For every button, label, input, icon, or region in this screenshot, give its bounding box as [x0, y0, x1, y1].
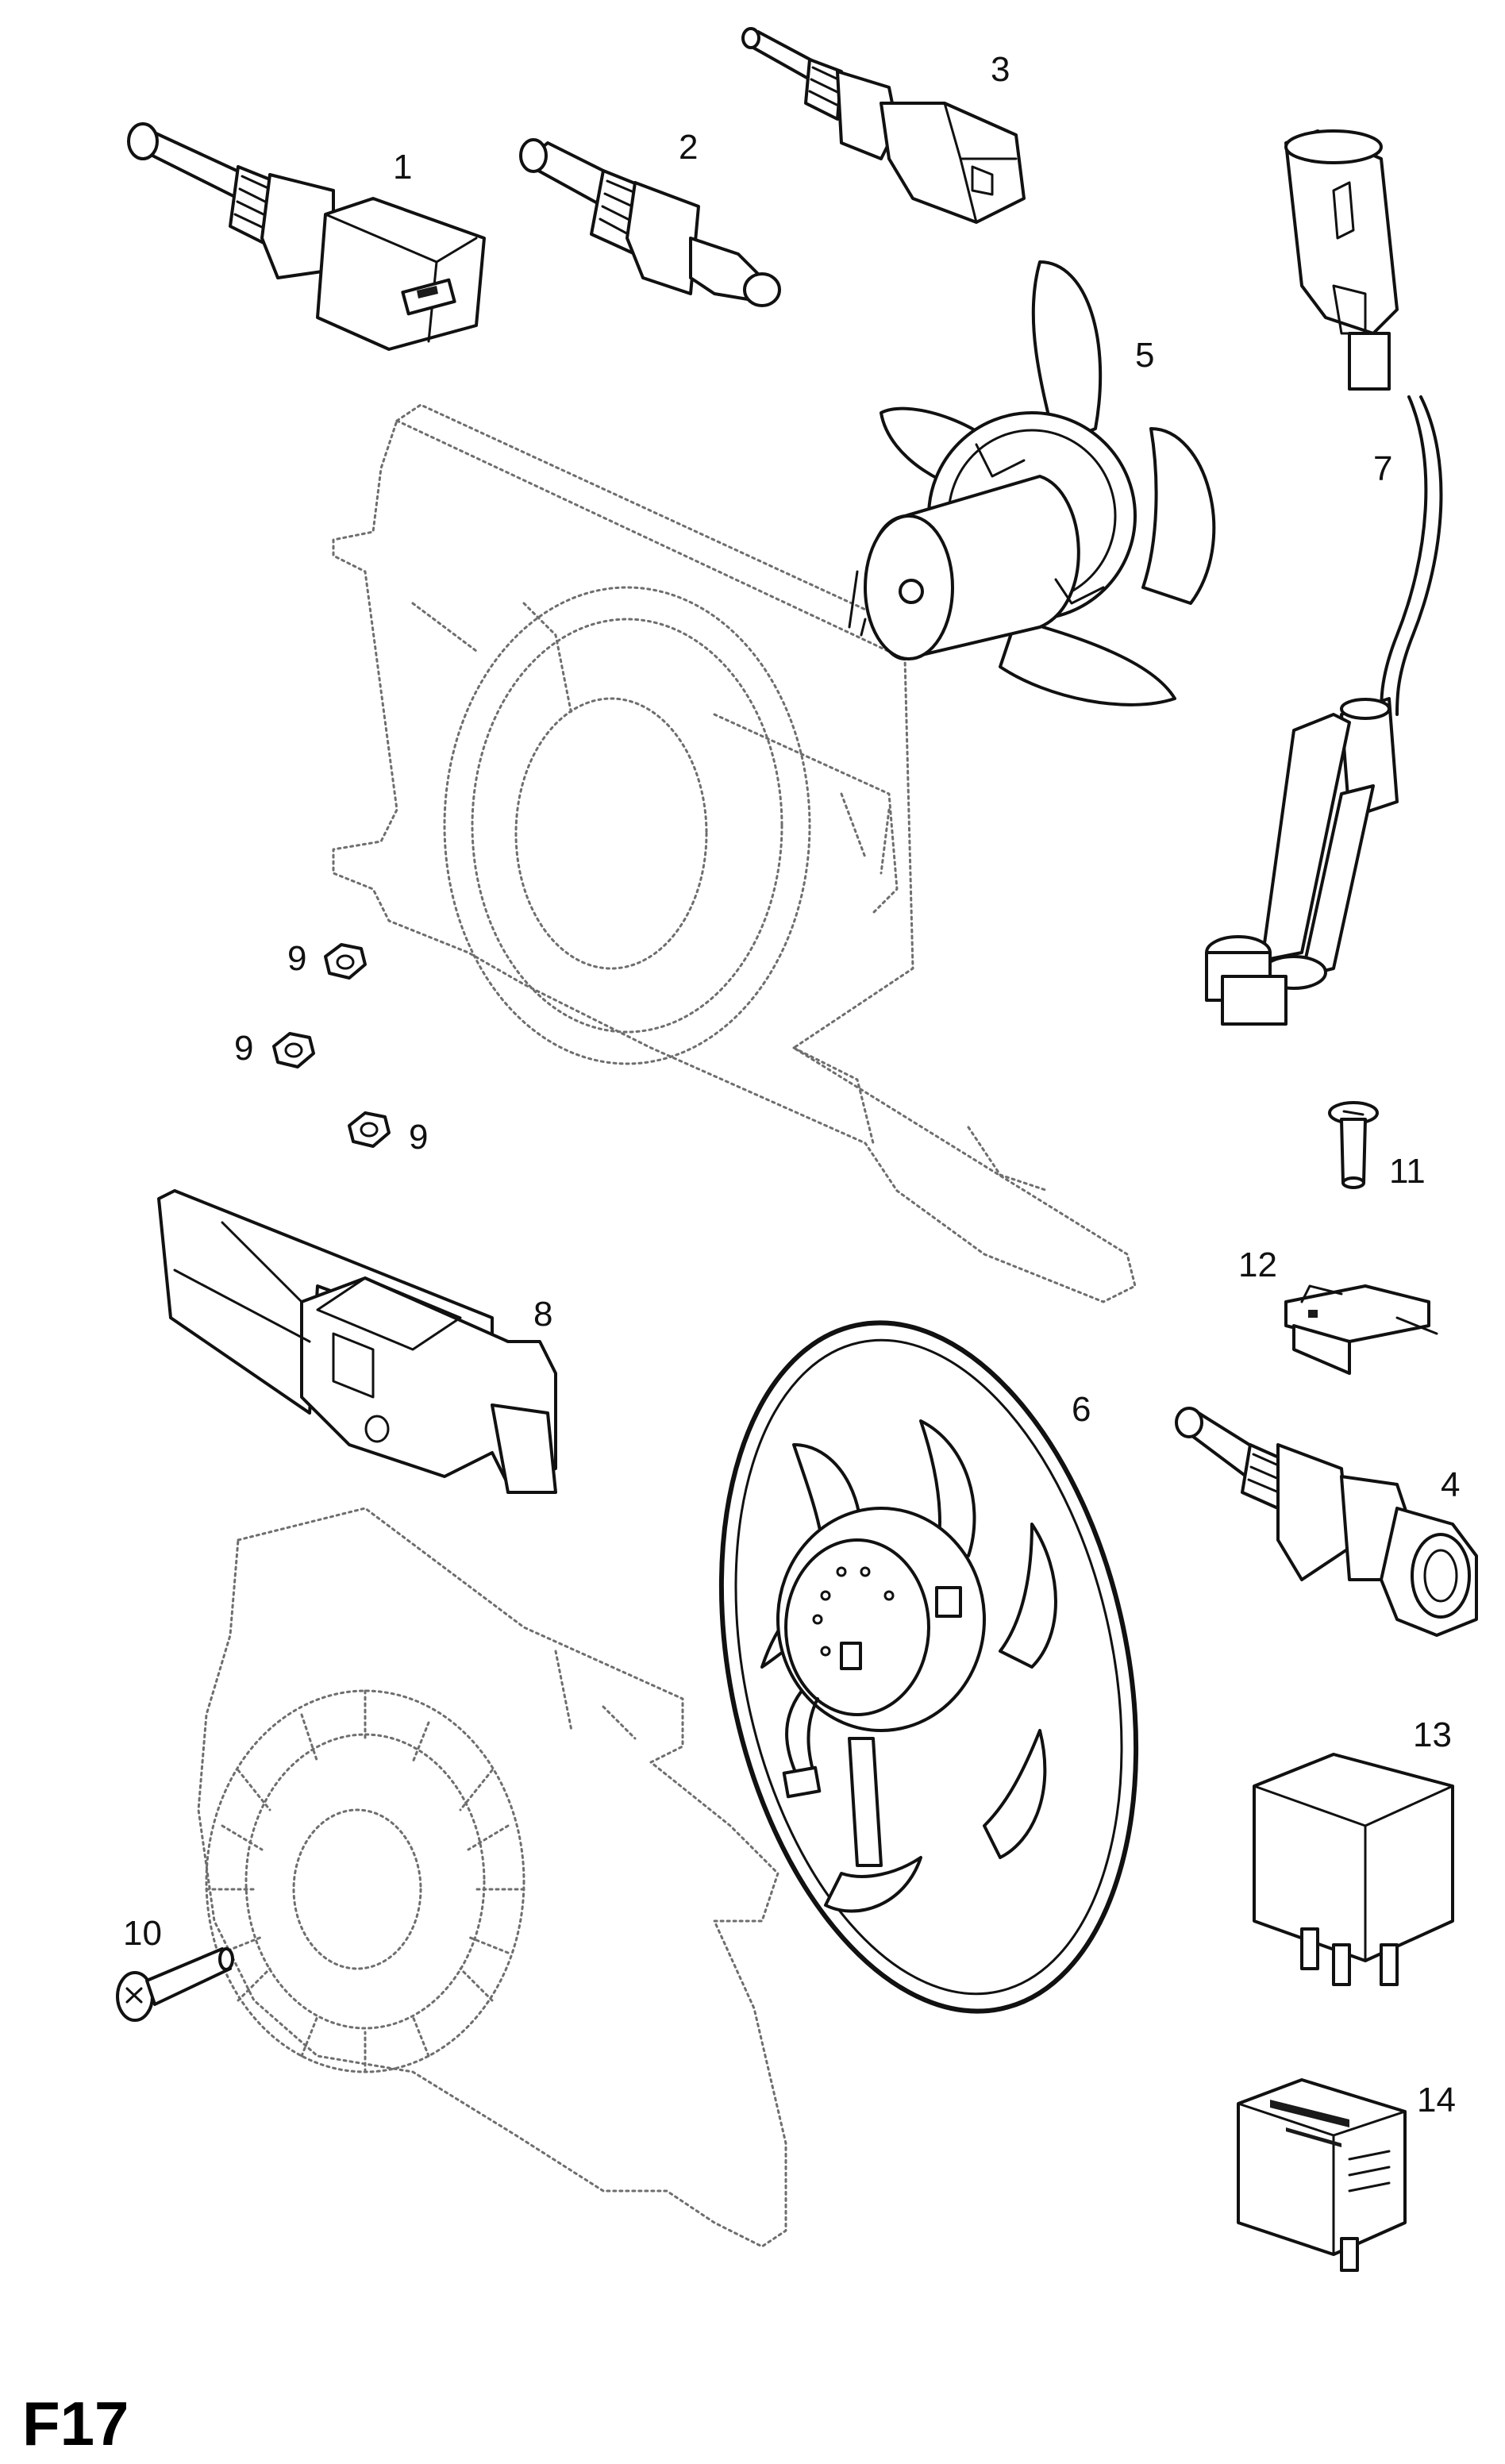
- temp-sensor-oval-plug-icon: [1175, 1407, 1478, 1637]
- callout-13: 13: [1413, 1715, 1452, 1754]
- relay-labeled-icon: [1237, 2078, 1407, 2272]
- nut-icon: [324, 943, 367, 980]
- page-code: F17: [22, 2389, 129, 2458]
- relay-icon: [1253, 1753, 1454, 1986]
- coolant-temp-sensor-two-pin-icon: [127, 122, 486, 351]
- screw-icon: [1328, 1101, 1379, 1189]
- mounting-bracket-icon: [157, 1189, 557, 1494]
- callout-7: 7: [1373, 449, 1392, 488]
- spring-clip-icon: [1284, 1284, 1438, 1375]
- nut-icon: [272, 1032, 315, 1068]
- fan-motor-large-icon: [718, 1320, 1139, 2014]
- callout-14: 14: [1417, 2081, 1456, 2119]
- flange-bolt-icon: [116, 1947, 234, 2022]
- fan-shroud-lower-outline: [197, 1507, 787, 2248]
- callout-4: 4: [1441, 1465, 1460, 1504]
- callout-5: 5: [1135, 336, 1154, 375]
- callout-9c: 9: [409, 1118, 428, 1157]
- temp-sensor-plug-icon: [741, 27, 1026, 224]
- wiring-harness-resistor-icon: [1205, 129, 1443, 1026]
- callout-6: 6: [1072, 1390, 1091, 1429]
- callouts: 1 2 3 4 5 6 7 8 9 9 9 10 11 12 13 14: [123, 50, 1460, 2119]
- callout-12: 12: [1238, 1245, 1277, 1284]
- callout-9a: 9: [287, 939, 306, 978]
- callout-2: 2: [679, 128, 698, 167]
- fan-shroud-upper-outline: [332, 403, 1137, 1303]
- callout-3: 3: [991, 50, 1010, 89]
- nut-icon: [348, 1111, 391, 1148]
- callout-8: 8: [533, 1295, 552, 1334]
- fan-motor-small-icon: [848, 260, 1216, 706]
- callout-10: 10: [123, 1914, 162, 1953]
- callout-11: 11: [1389, 1152, 1426, 1191]
- callout-9b: 9: [234, 1029, 253, 1068]
- callout-1: 1: [393, 148, 412, 187]
- temp-switch-single-pin-icon: [519, 138, 781, 307]
